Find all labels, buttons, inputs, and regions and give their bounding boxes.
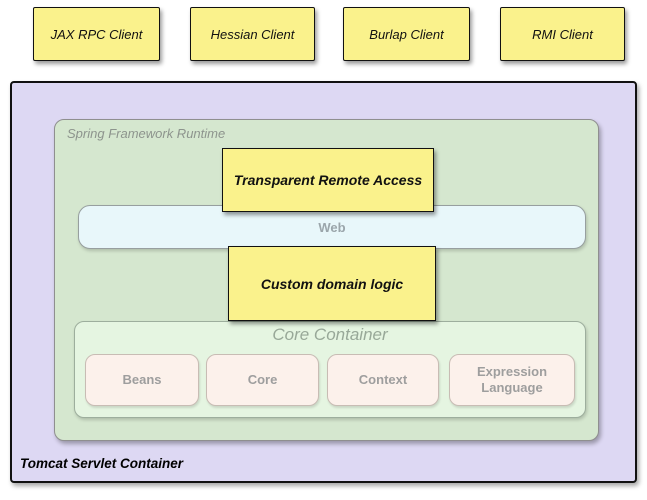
- core-container: Core Container Beans Core Context Expres…: [74, 321, 586, 418]
- spring-framework-runtime: Spring Framework Runtime Web Transparent…: [54, 119, 599, 441]
- module-label: Expression Language: [476, 363, 548, 395]
- module-box-core: Core: [206, 354, 319, 406]
- custom-domain-logic-label: Custom domain logic: [260, 275, 404, 292]
- module-label: Beans: [122, 371, 162, 387]
- client-box-label: JAX RPC Client: [50, 26, 143, 42]
- client-box-hessian: Hessian Client: [190, 7, 315, 61]
- transparent-remote-access-label: Transparent Remote Access: [233, 172, 423, 188]
- client-box-label: Burlap Client: [369, 26, 444, 42]
- module-label: Core: [247, 371, 278, 387]
- module-label: Context: [358, 371, 408, 387]
- module-box-context: Context: [327, 354, 439, 406]
- spring-framework-runtime-label: Spring Framework Runtime: [67, 126, 226, 141]
- client-box-jax-rpc: JAX RPC Client: [33, 7, 160, 61]
- tomcat-servlet-container-label: Tomcat Servlet Container: [20, 456, 184, 471]
- transparent-remote-access-box: Transparent Remote Access: [222, 148, 434, 212]
- client-box-rmi: RMI Client: [500, 7, 625, 61]
- client-box-label: Hessian Client: [210, 26, 295, 42]
- core-container-label: Core Container: [272, 325, 388, 344]
- module-box-beans: Beans: [85, 354, 199, 406]
- custom-domain-logic-box: Custom domain logic: [228, 246, 436, 321]
- web-layer-label: Web: [318, 219, 346, 235]
- tomcat-servlet-container: Spring Framework Runtime Web Transparent…: [10, 81, 637, 483]
- module-box-expression-language: Expression Language: [449, 354, 575, 406]
- client-box-burlap: Burlap Client: [343, 7, 470, 61]
- client-box-label: RMI Client: [532, 26, 593, 42]
